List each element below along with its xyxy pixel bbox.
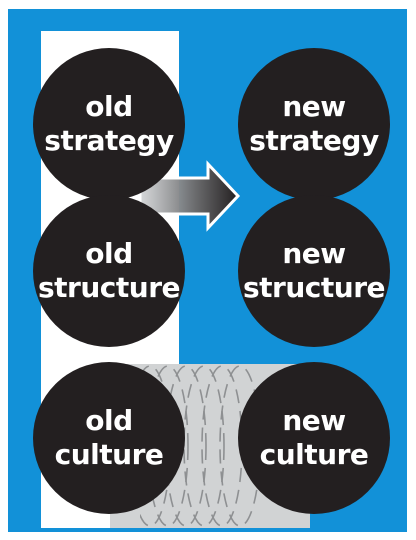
new-culture-line1: new — [282, 404, 346, 437]
old-strategy-line1: old — [85, 90, 133, 123]
new-culture-node: new culture — [238, 362, 390, 514]
old-structure-line1: old — [85, 237, 133, 270]
old-culture-line2: culture — [54, 438, 164, 471]
new-strategy-line2: strategy — [249, 124, 379, 157]
old-structure-line2: structure — [37, 271, 181, 304]
old-strategy-node: old strategy — [33, 48, 185, 200]
old-culture-node: old culture — [33, 362, 185, 514]
old-culture-line1: old — [85, 404, 133, 437]
old-structure-node: old structure — [33, 195, 185, 347]
old-strategy-line2: strategy — [44, 124, 174, 157]
new-structure-line2: structure — [242, 271, 386, 304]
new-strategy-line1: new — [282, 90, 346, 123]
new-structure-line1: new — [282, 237, 346, 270]
new-culture-line2: culture — [259, 438, 369, 471]
new-structure-node: new structure — [238, 195, 390, 347]
new-strategy-node: new strategy — [238, 48, 390, 200]
